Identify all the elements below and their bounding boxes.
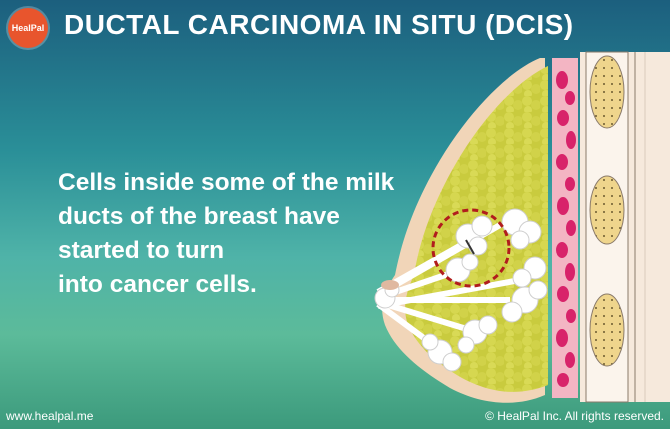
logo-text: HealPal [11,23,45,33]
description-text: Cells inside some of the milk ducts of t… [58,166,458,302]
page-title: DUCTAL CARCINOMA IN SITU (DCIS) [64,9,574,40]
dcis-highlight-ring [431,208,511,288]
copyright-notice: © HealPal Inc. All rights reserved. [485,409,664,423]
website-link[interactable]: www.healpal.me [6,409,94,423]
rib-cross-sections [589,55,625,367]
muscle-fibers [556,71,576,387]
caption-line-4: into cancer cells. [58,271,257,298]
healpal-logo: HealPal [8,8,48,48]
abnormal-cell-marker [465,239,475,255]
nipple [381,280,399,290]
caption-line-1: Cells inside some of the milk [58,169,395,196]
milk-ducts [374,208,548,372]
caption-line-2: ducts of the breast have [58,203,340,230]
caption-line-3: started to turn [58,237,225,264]
